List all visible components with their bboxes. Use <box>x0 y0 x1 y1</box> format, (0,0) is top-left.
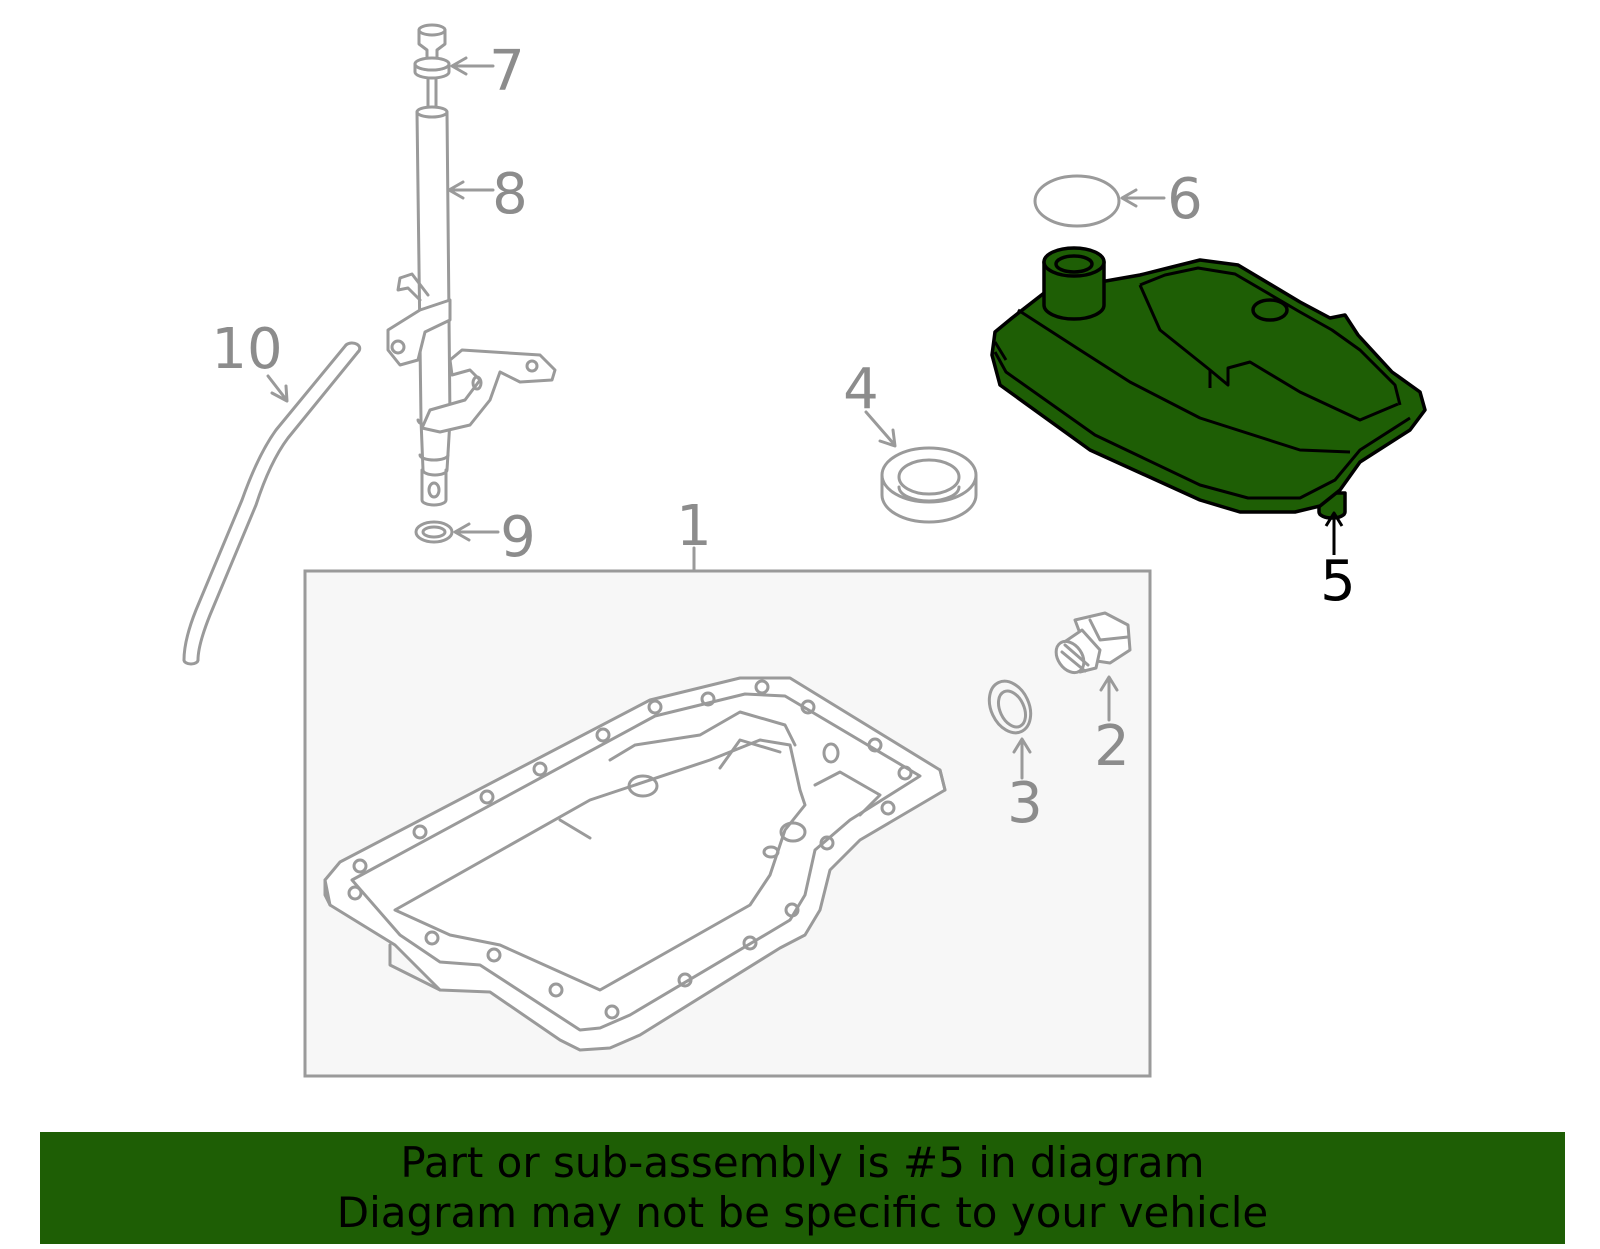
part-2-drain-plug-group[interactable]: 2 <box>1050 611 1132 779</box>
callout-6-arrow <box>1120 188 1166 208</box>
part-1-oil-pan-group[interactable]: 1 <box>303 494 1152 1078</box>
callout-7: 7 <box>489 39 525 104</box>
oil-pan-drawing <box>323 676 947 1052</box>
callout-4: 4 <box>843 357 879 422</box>
callout-10: 10 <box>211 317 282 382</box>
info-banner: Part or sub-assembly is #5 in diagram Di… <box>40 1132 1565 1244</box>
breather-tube-drawing <box>182 341 362 666</box>
callout-8: 8 <box>492 162 528 227</box>
callout-7-arrow <box>450 56 495 76</box>
dipstick-tube-drawing <box>386 105 557 507</box>
callout-6: 6 <box>1167 167 1203 232</box>
part-9-o-ring-group[interactable]: 9 <box>414 505 536 570</box>
callout-3-arrow <box>1012 737 1032 780</box>
banner-line-2: Diagram may not be specific to your vehi… <box>336 1188 1269 1237</box>
part-10-tube-group[interactable]: 10 <box>182 317 362 666</box>
callout-1: 1 <box>676 494 712 559</box>
tube-o-ring-drawing <box>414 520 454 544</box>
banner-line-1: Part or sub-assembly is #5 in diagram <box>400 1138 1205 1187</box>
part-7-dipstick-cap-group[interactable]: 7 <box>413 23 525 110</box>
callout-9-arrow <box>453 522 500 542</box>
callout-5-arrow <box>1324 511 1344 555</box>
callout-2-arrow <box>1099 675 1119 722</box>
callout-3: 3 <box>1007 771 1043 836</box>
gasket-drawing <box>987 679 1033 735</box>
callout-5: 5 <box>1320 549 1356 614</box>
o-ring-drawing <box>1033 174 1121 228</box>
part-3-gasket-group[interactable]: 3 <box>981 674 1043 836</box>
part-6-o-ring-group[interactable]: 6 <box>1033 167 1203 232</box>
dipstick-cap-drawing <box>413 23 451 110</box>
callout-8-arrow <box>447 180 495 200</box>
drain-plug-drawing <box>1054 611 1132 675</box>
seal-drawing <box>880 446 978 524</box>
callout-4-arrow <box>864 410 897 448</box>
part-4-seal-group[interactable]: 4 <box>843 357 978 524</box>
part-8-dipstick-tube-group[interactable]: 8 <box>386 105 557 507</box>
callout-10-arrow <box>266 374 289 403</box>
callout-9: 9 <box>500 505 536 570</box>
callout-2: 2 <box>1094 714 1130 779</box>
filter-drawing <box>990 246 1427 520</box>
part-5-filter-group[interactable]: 5 <box>990 246 1427 614</box>
